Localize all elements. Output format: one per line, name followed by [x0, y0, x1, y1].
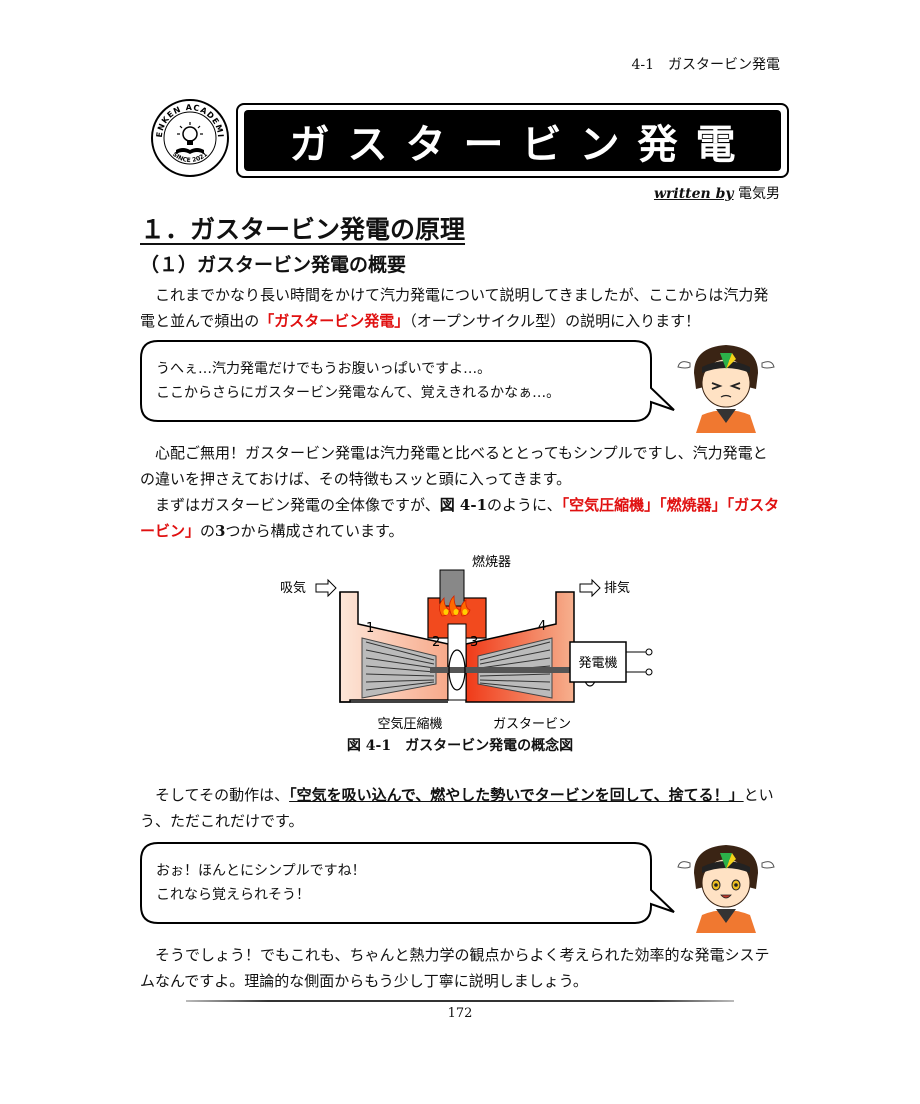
label-intake: 吸気	[280, 580, 306, 596]
label-point-2: 2	[432, 635, 440, 650]
footer-rule	[186, 1000, 734, 1002]
running-header: 4-1 ガスタービン発電	[631, 57, 780, 73]
paragraph-intro: これまでかなり長い時間をかけて汽力発電について説明してきましたが、ここからは汽力…	[140, 286, 769, 330]
byline-written-by: written by	[653, 186, 734, 202]
character-worried	[676, 333, 776, 433]
label-burner: 燃焼器	[472, 554, 511, 570]
bubble-1-line-2: ここからさらにガスタービン発電なんて、覚えきれるかなぁ…。	[156, 385, 561, 401]
bubble-2-line-1: おぉ！ほんとにシンプルですね！	[156, 863, 366, 879]
bubble-2-line-2: これなら覚えられそう！	[156, 887, 310, 903]
byline-author: 電気男	[738, 186, 780, 202]
paragraph-conclusion: そうでしょう！でもこれも、ちゃんと熱力学の観点からよく考えられた効率的な発電シス…	[140, 946, 770, 990]
paragraph-operation: そしてその動作は、「空気を吸い込んで、燃やした勢いでタービンを回して、捨てる！」…	[140, 786, 774, 830]
label-compressor: 空気圧縮機	[377, 716, 442, 732]
label-generator: 発電機	[578, 656, 617, 671]
character-happy	[676, 833, 776, 933]
title-banner: ガスタービン発電	[236, 103, 789, 178]
byline: written by 電気男	[654, 183, 780, 203]
subsection-heading: （１）ガスタービン発電の概要	[140, 254, 407, 276]
page-number: 172	[447, 1006, 473, 1021]
label-point-4: 4	[538, 619, 546, 634]
bubble-1-line-1: うへぇ…汽力発電だけでもうお腹いっぱいですよ…。	[156, 361, 492, 377]
gas-turbine-diagram: 燃焼器 吸気 排気 発電機 空気圧縮機 ガスタービン 1 2 3 4	[270, 552, 670, 737]
emphasis-operation: 「空気を吸い込んで、燃やした勢いでタービンを回して、捨てる！」	[289, 786, 744, 804]
label-exhaust: 排気	[604, 580, 630, 596]
section-heading: １．ガスタービン発電の原理	[140, 215, 466, 244]
page-title: ガスタービン発電	[244, 110, 781, 171]
label-turbine: ガスタービン	[493, 717, 571, 732]
paragraph-simple: 心配ご無用！ガスタービン発電は汽力発電と比べるととってもシンプルですし、汽力発電…	[140, 444, 780, 540]
speech-bubble-1: うへぇ…汽力発電だけでもうお腹いっぱいですよ…。 ここからさらにガスタービン発電…	[140, 340, 675, 422]
highlight-components: 「空気圧縮機」「燃焼器」「ガスタービン」	[140, 496, 780, 540]
academy-logo: DENKEN ACADEMIA SINCE 2021	[146, 91, 230, 178]
label-point-3: 3	[470, 635, 478, 650]
label-point-1: 1	[366, 621, 374, 636]
highlight-gas-turbine: 「ガスタービン発電」	[259, 312, 410, 330]
speech-bubble-2: おぉ！ほんとにシンプルですね！ これなら覚えられそう！	[140, 842, 675, 924]
figure-reference: 図 4-1	[439, 496, 488, 514]
figure-caption: 図 4-1 ガスタービン発電の概念図	[346, 738, 574, 754]
